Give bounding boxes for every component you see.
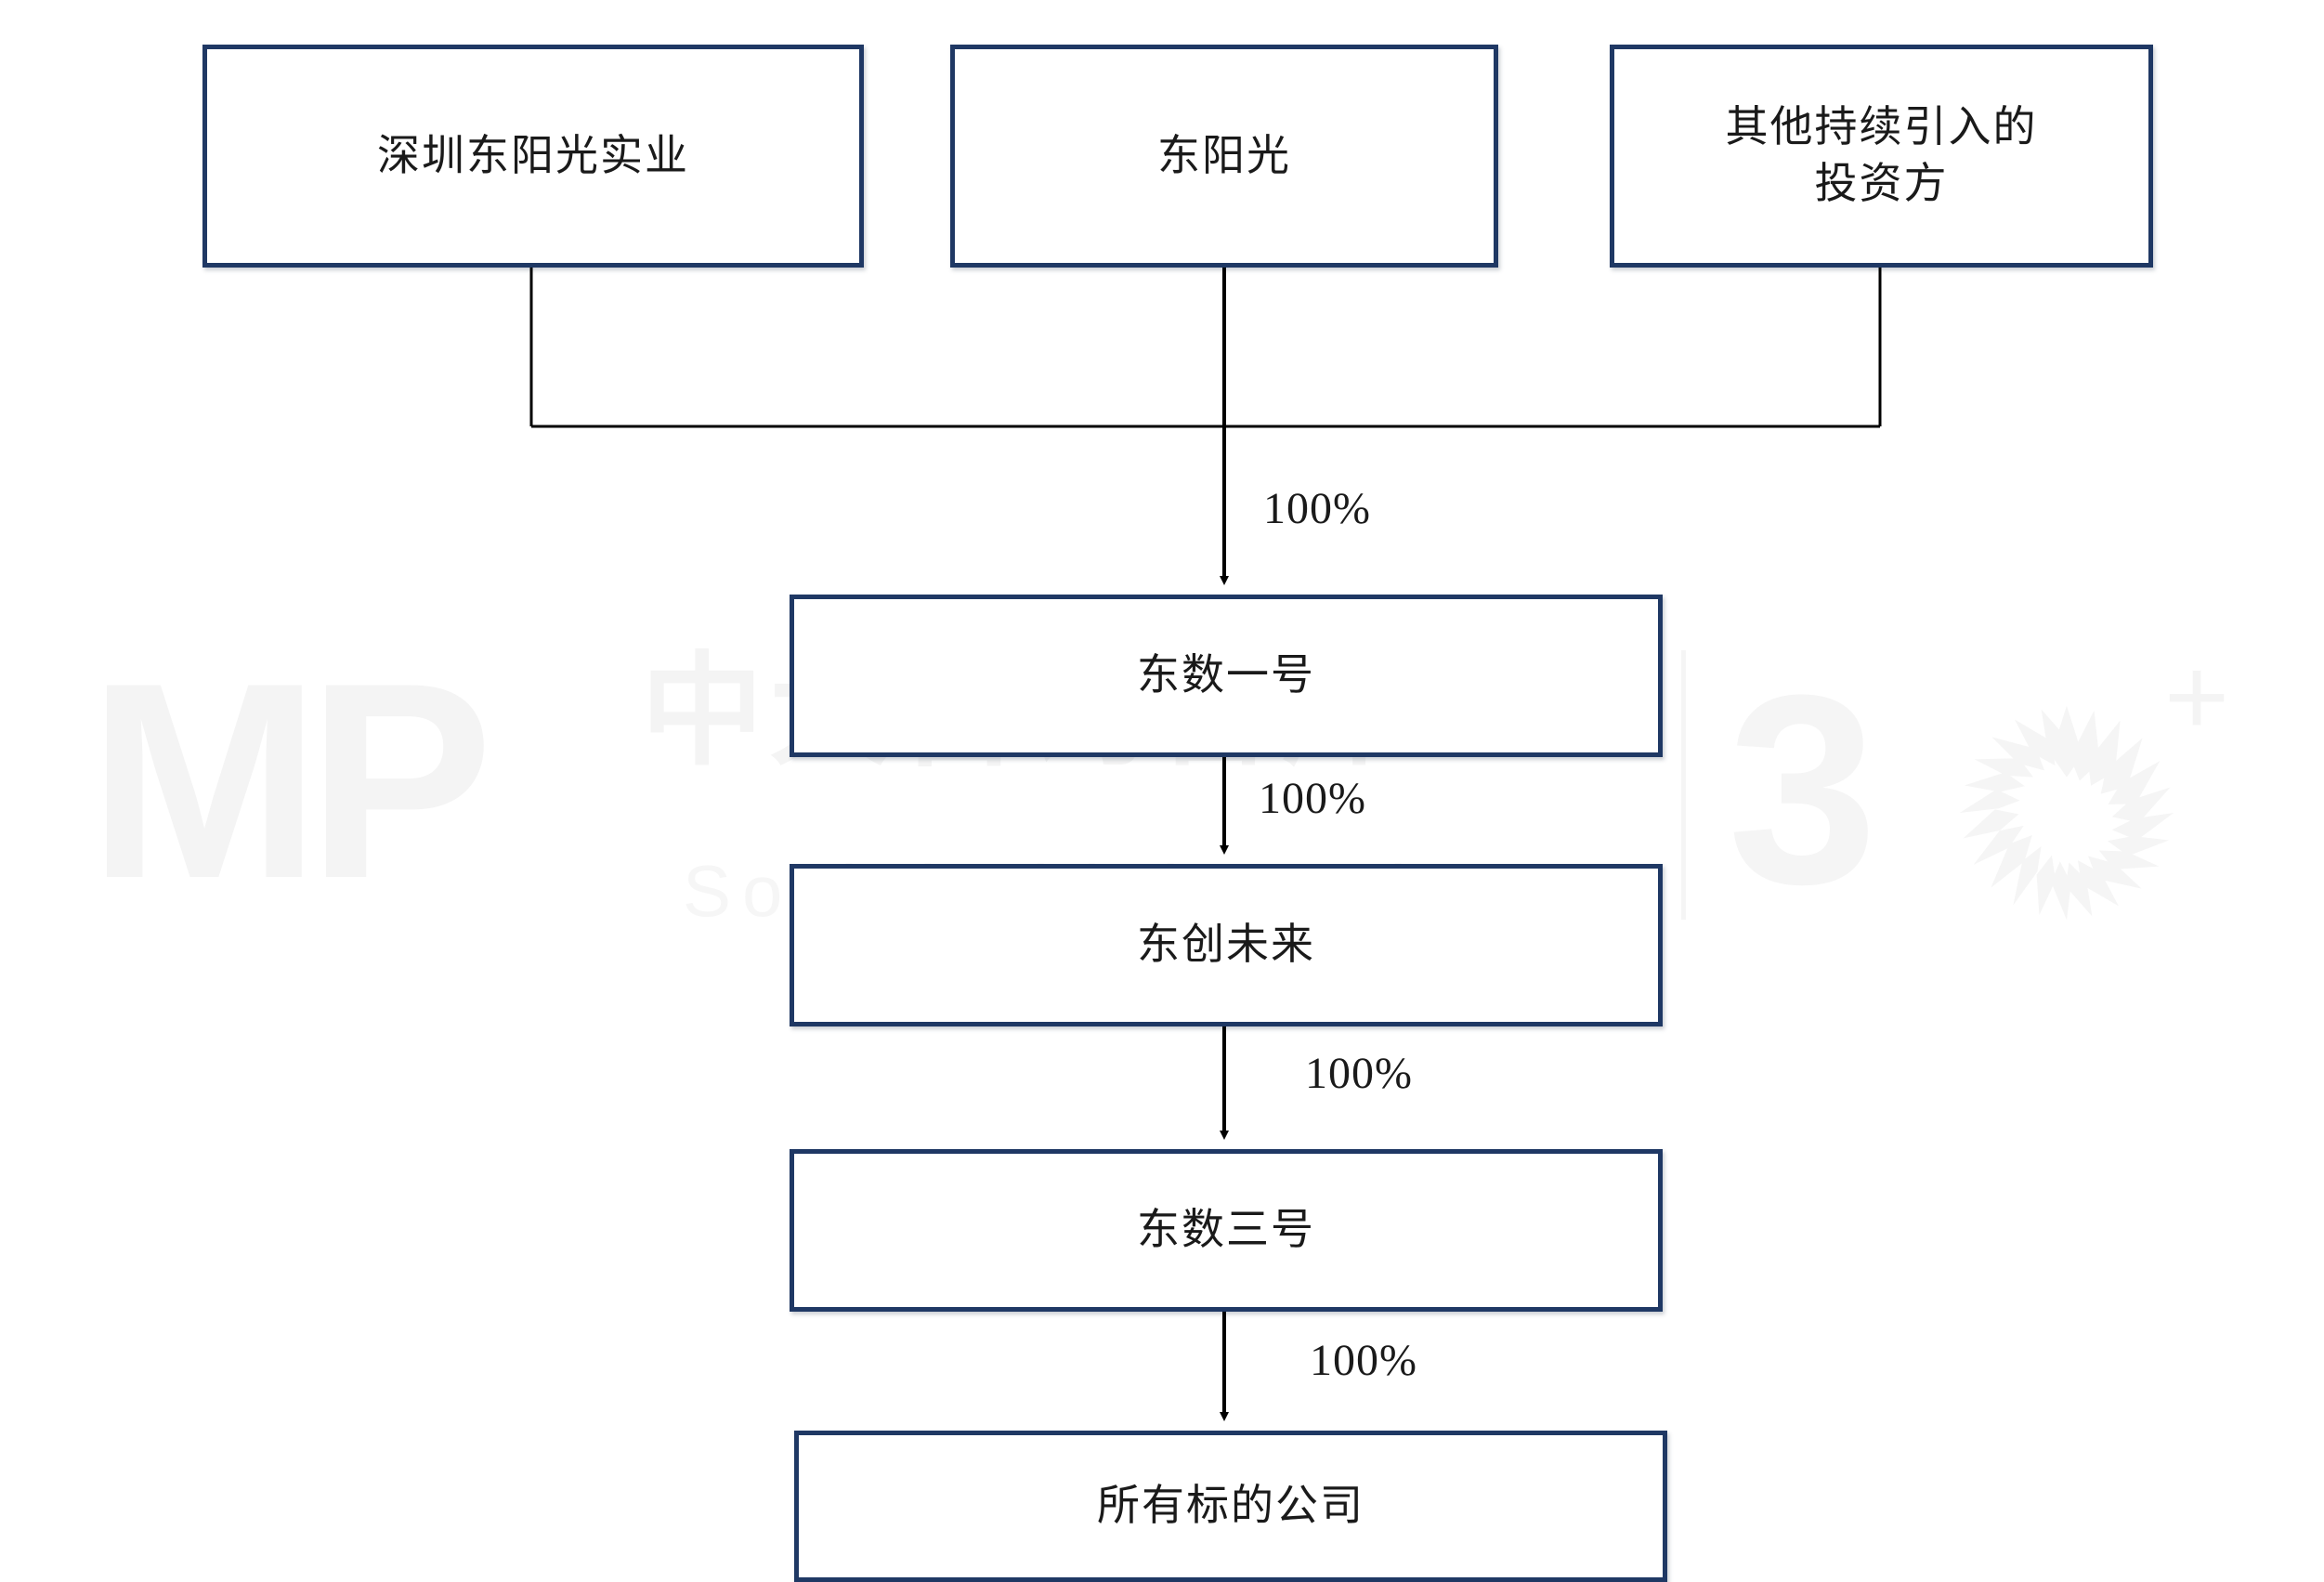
node-dongchuang-weilai[interactable]: 东创未来 bbox=[790, 864, 1663, 1026]
node-other-investors[interactable]: 其他持续引入的 投资方 bbox=[1610, 45, 2153, 268]
node-shenzhen-dongyangguang-industry[interactable]: 深圳东阳光实业 bbox=[202, 45, 864, 268]
node-label: 东创未来 bbox=[1137, 921, 1315, 969]
node-label: 深圳东阳光实业 bbox=[377, 131, 689, 179]
edge-label-dongchuang-to-dongshu3: 100% bbox=[1305, 1049, 1413, 1098]
edge-label-dongshu3-to-target: 100% bbox=[1310, 1336, 1417, 1385]
edge-label-dongshu1-to-dongchuang: 100% bbox=[1259, 774, 1366, 823]
node-label-line2: 投资方 bbox=[1814, 160, 1949, 207]
node-label-line1: 其他持续引入的 bbox=[1725, 103, 2038, 151]
node-dongyangguang[interactable]: 东阳光 bbox=[950, 45, 1498, 268]
node-label: 所有标的公司 bbox=[1097, 1482, 1364, 1530]
node-label: 东数一号 bbox=[1137, 651, 1315, 699]
node-all-target-companies[interactable]: 所有标的公司 bbox=[794, 1431, 1667, 1582]
node-label: 其他持续引入的 投资方 bbox=[1717, 99, 2047, 212]
node-label: 东数三号 bbox=[1137, 1206, 1315, 1254]
node-dongshu-sanhao[interactable]: 东数三号 bbox=[790, 1149, 1663, 1312]
node-dongshu-yihao[interactable]: 东数一号 bbox=[790, 595, 1663, 757]
node-label: 东阳光 bbox=[1157, 131, 1291, 179]
edge-label-tier1-to-dongshu1: 100% bbox=[1263, 484, 1371, 533]
